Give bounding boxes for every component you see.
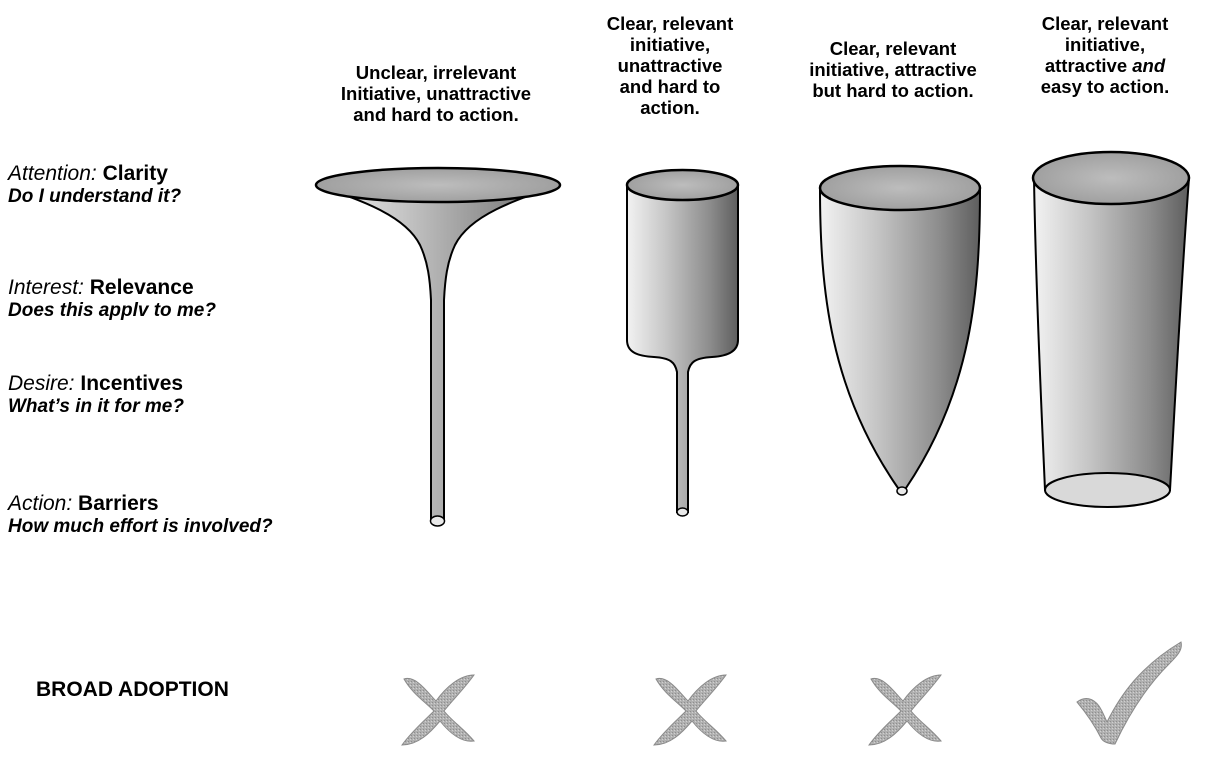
- check-mark: [1077, 642, 1181, 744]
- cross-mark-3: [869, 675, 941, 745]
- funnel-1: [316, 168, 560, 526]
- funnel-2: [627, 170, 738, 516]
- cross-mark-1: [402, 675, 474, 745]
- cross-mark-2: [654, 675, 726, 745]
- funnel-3: [820, 166, 980, 495]
- funnel-4: [1033, 152, 1189, 507]
